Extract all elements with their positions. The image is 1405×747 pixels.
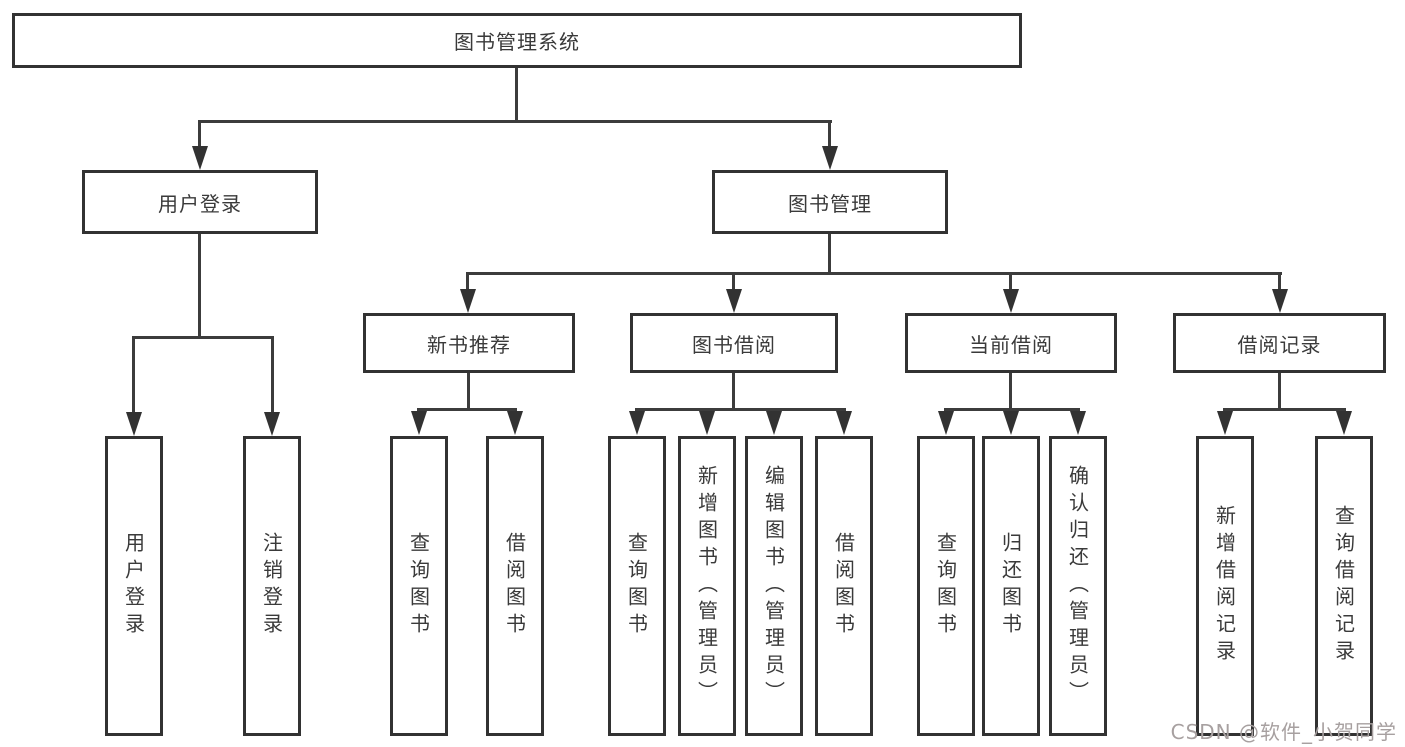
arrowhead: [1003, 289, 1019, 313]
node-label: 借阅图书: [831, 532, 856, 640]
node-book-borrowing: 图书借阅: [630, 313, 838, 373]
arrowhead: [726, 289, 742, 313]
node-label: 编辑图书（管理员）: [761, 464, 786, 708]
node-label: 新增借阅记录: [1212, 505, 1237, 667]
node-user-login: 用户登录: [82, 170, 318, 234]
node-label: 借阅图书: [502, 532, 527, 640]
connector-line: [1278, 373, 1281, 408]
node-label: 借阅记录: [1237, 332, 1322, 357]
leaf-add-borrow-record: 新增借阅记录: [1196, 436, 1254, 736]
connector-line: [1009, 275, 1012, 289]
arrowhead: [192, 146, 208, 170]
connector-line: [132, 336, 274, 339]
arrowhead: [1070, 411, 1086, 435]
node-label: 查询借阅记录: [1331, 505, 1356, 667]
node-label: 用户登录: [158, 191, 242, 216]
connector-line: [271, 339, 274, 412]
connector-line: [198, 234, 201, 336]
node-book-management: 图书管理: [712, 170, 948, 234]
arrowhead: [822, 146, 838, 170]
node-current-borrowing: 当前借阅: [905, 313, 1117, 373]
leaf-return-books: 归还图书: [982, 436, 1040, 736]
leaf-logout: 注销登录: [243, 436, 301, 736]
arrowhead: [1217, 411, 1233, 435]
node-label: 注销登录: [259, 532, 284, 640]
arrowhead: [1003, 411, 1019, 435]
arrowhead: [1336, 411, 1352, 435]
csdn-watermark: CSDN @软件_小贺同学: [1170, 720, 1397, 744]
connector-line: [132, 339, 135, 412]
node-label: 图书管理系统: [454, 30, 580, 54]
arrowhead: [507, 411, 523, 435]
arrowhead: [938, 411, 954, 435]
connector-line: [828, 234, 831, 272]
arrowhead: [629, 411, 645, 435]
node-label: 查询图书: [406, 532, 431, 640]
node-label: 新增图书（管理员）: [694, 464, 719, 708]
connector-line: [944, 408, 1080, 411]
arrowhead: [1272, 289, 1288, 313]
connector-line: [515, 68, 518, 120]
arrowhead: [699, 411, 715, 435]
arrowhead: [126, 412, 142, 436]
leaf-confirm-return-admin: 确认归还（管理员）: [1049, 436, 1107, 736]
node-label: 归还图书: [998, 532, 1023, 640]
arrowhead: [460, 289, 476, 313]
leaf-query-books-borrowing: 查询图书: [608, 436, 666, 736]
connector-line: [1009, 373, 1012, 408]
connector-line: [466, 275, 469, 289]
node-library-management-system: 图书管理系统: [12, 13, 1022, 68]
leaf-borrow-books-recommend: 借阅图书: [486, 436, 544, 736]
leaf-add-books-admin: 新增图书（管理员）: [678, 436, 736, 736]
node-label: 图书管理: [788, 191, 872, 216]
leaf-query-books-current: 查询图书: [917, 436, 975, 736]
node-label: 确认归还（管理员）: [1065, 464, 1090, 708]
node-label: 查询图书: [624, 532, 649, 640]
leaf-user-login: 用户登录: [105, 436, 163, 736]
arrowhead: [766, 411, 782, 435]
node-borrowing-records: 借阅记录: [1173, 313, 1386, 373]
leaf-query-books-recommend: 查询图书: [390, 436, 448, 736]
node-label: 用户登录: [121, 532, 146, 640]
connector-line: [198, 123, 201, 147]
arrowhead: [836, 411, 852, 435]
node-new-book-recommend: 新书推荐: [363, 313, 575, 373]
leaf-edit-books-admin: 编辑图书（管理员）: [745, 436, 803, 736]
connector-line: [198, 120, 832, 123]
connector-line: [828, 123, 831, 147]
arrowhead: [411, 411, 427, 435]
arrowhead: [264, 412, 280, 436]
connector-line: [1278, 275, 1281, 289]
connector-line: [467, 373, 470, 408]
connector-line: [417, 408, 517, 411]
connector-line: [732, 275, 735, 289]
node-label: 查询图书: [933, 532, 958, 640]
connector-line: [635, 408, 846, 411]
connector-line: [732, 373, 735, 408]
node-label: 新书推荐: [427, 332, 511, 357]
connector-line: [1223, 408, 1346, 411]
node-label: 图书借阅: [692, 332, 776, 357]
leaf-query-borrow-record: 查询借阅记录: [1315, 436, 1373, 736]
node-label: 当前借阅: [969, 332, 1053, 357]
leaf-borrow-books: 借阅图书: [815, 436, 873, 736]
connector-line: [466, 272, 1282, 275]
